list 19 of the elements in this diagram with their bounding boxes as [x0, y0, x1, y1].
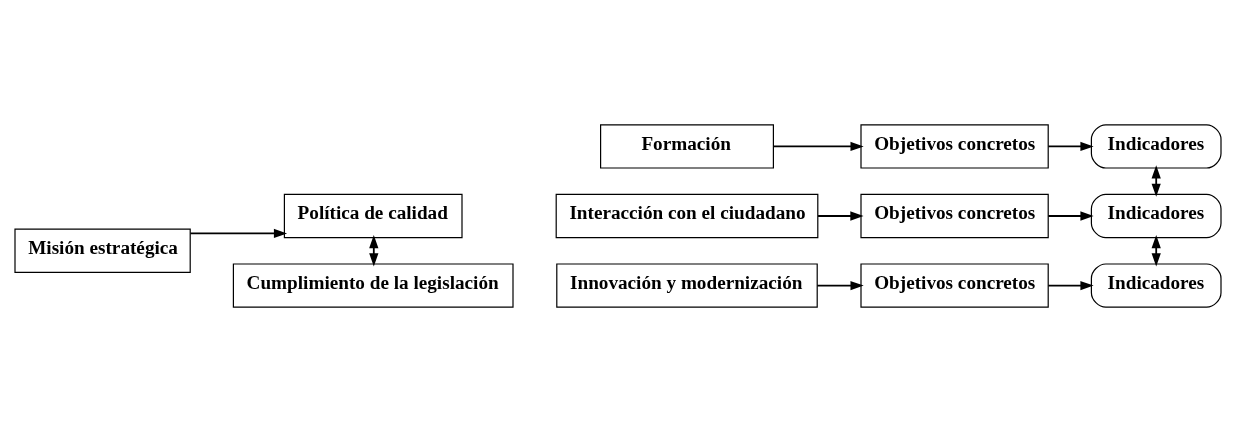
arrow — [1047, 211, 1094, 221]
node-box: Objetivos concretos — [860, 263, 1049, 308]
arrow — [772, 141, 864, 152]
node-box: Interacción con el ciudadano — [555, 193, 819, 239]
arrow — [1047, 280, 1094, 291]
node-box: Formación — [600, 124, 774, 169]
arrow — [816, 280, 864, 291]
arrow — [189, 228, 288, 239]
node-box: Innovación y modernización — [556, 263, 818, 308]
arrow — [817, 211, 864, 221]
node-box: Política de calidad — [283, 193, 463, 239]
node-box: Indicadores — [1090, 124, 1222, 169]
node-box: Indicadores — [1090, 193, 1222, 239]
node-box: Objetivos concretos — [860, 124, 1049, 169]
arrow — [1047, 141, 1094, 152]
node-box: Indicadores — [1090, 263, 1222, 308]
node-box: Misión estratégica — [14, 228, 191, 273]
node-box: Objetivos concretos — [860, 193, 1049, 239]
node-box: Cumplimiento de la legislación — [232, 263, 514, 308]
